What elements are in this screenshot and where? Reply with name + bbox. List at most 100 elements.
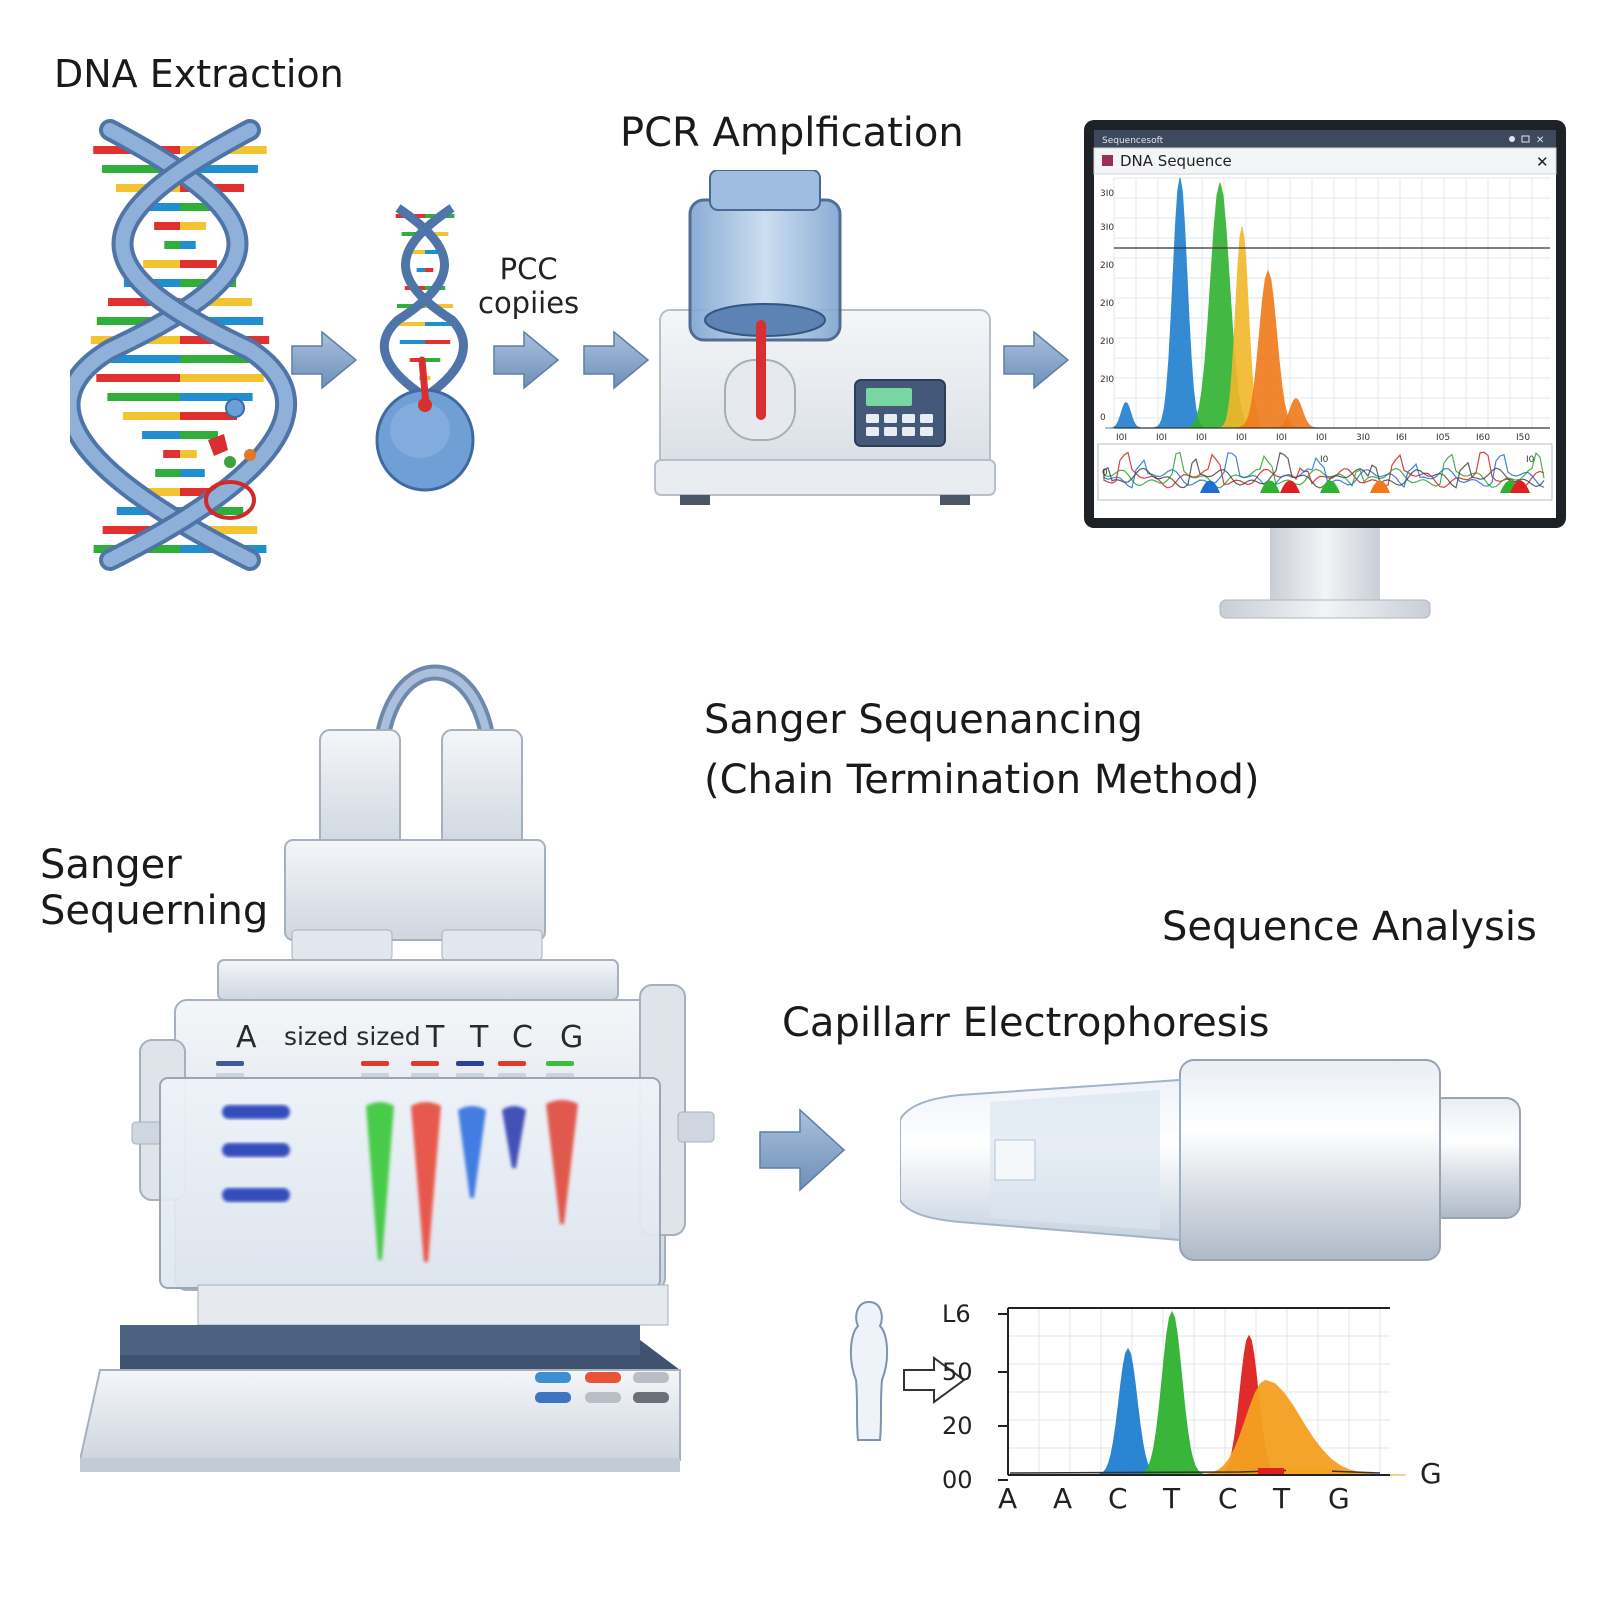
- arrow-2: [493, 330, 560, 390]
- sample-vial-icon: [850, 1300, 888, 1441]
- monitor-x-tick: I0I: [1116, 433, 1127, 443]
- sequence-analysis-title: Sequence Analysis: [1162, 904, 1537, 950]
- small-helix-cell-illustration: [375, 204, 475, 492]
- side-pin-left: [131, 1121, 163, 1145]
- lane-streak-blue: [458, 1106, 486, 1198]
- os-close-icon[interactable]: ✕: [1536, 135, 1544, 146]
- monitor-y-tick: 2I0: [1100, 299, 1114, 309]
- dark-platform-top: [120, 1325, 640, 1355]
- monitor-y-tick: 0: [1100, 413, 1106, 423]
- ladder-band: [222, 1143, 290, 1157]
- pcr-keypad: [866, 414, 933, 436]
- lane-well: [216, 1061, 244, 1066]
- baseline-blip-orange: [1286, 1469, 1332, 1473]
- lane-well: [546, 1061, 574, 1066]
- molecule-dot-red: [208, 434, 228, 456]
- dna-helix-illustration: [70, 119, 297, 571]
- pcc-copies-label: PCC copiies: [478, 252, 579, 320]
- monitor-x-tick: 3I0: [1356, 433, 1370, 443]
- trace-label-1: I0: [1320, 455, 1329, 465]
- chart-x-tick-label: T: [1162, 1482, 1181, 1510]
- lane-label-c: C: [512, 1020, 533, 1055]
- sanger-title-line-2: (Chain Termination Method): [704, 757, 1260, 803]
- loading-block: [284, 839, 546, 941]
- molecule-dot-green: [224, 456, 236, 468]
- monitor-x-tick: I0I: [1156, 433, 1167, 443]
- os-titlebar: [1094, 130, 1556, 148]
- trace-line: [1103, 451, 1545, 489]
- capillary-window: [990, 1090, 1160, 1230]
- close-icon[interactable]: ✕: [1536, 153, 1549, 171]
- status-light: [633, 1392, 669, 1403]
- baseline-blip-red: [1258, 1468, 1284, 1474]
- dna-strand-red: [418, 356, 430, 409]
- os-titlebar-text: Sequencesoft: [1102, 136, 1164, 146]
- chart-x-tick-label: C: [1108, 1482, 1128, 1510]
- pcr-display: [866, 388, 912, 406]
- lane-label-t2: T: [470, 1020, 489, 1055]
- loading-foot-left: [291, 929, 393, 961]
- copies-label: copiies: [478, 286, 580, 320]
- capillary-inner-block: [994, 1139, 1036, 1181]
- monitor-x-tick: I60: [1476, 433, 1490, 443]
- helix-backbone-2-inner: [103, 123, 293, 567]
- capillary-electrophoresis-title: Capillarr Electrophoresis: [782, 1000, 1270, 1046]
- status-indicators: [535, 1372, 669, 1403]
- capillary-device: [900, 1059, 1521, 1261]
- lane-label-sized: sized sized: [284, 1022, 421, 1051]
- app-window-header: [1093, 147, 1557, 175]
- pcr-key: [866, 414, 879, 423]
- chart-y-tick-label: 50: [942, 1358, 973, 1386]
- lane-label-a: A: [236, 1020, 257, 1055]
- chart-right-label: G: [1420, 1457, 1442, 1490]
- trace-blob: [1370, 480, 1390, 493]
- chart-x-tick-label: G: [1328, 1482, 1350, 1510]
- lane-streak-green: [366, 1102, 394, 1260]
- ladder-band: [222, 1188, 290, 1202]
- trace-blob: [1200, 480, 1220, 493]
- gel-bands: [222, 1100, 578, 1262]
- maximize-icon[interactable]: [1521, 135, 1530, 143]
- trace-blob: [1510, 480, 1530, 493]
- trace-blob: [1320, 480, 1340, 493]
- molecule-dot-orange: [244, 449, 256, 461]
- sample-tube-loop-highlight: [376, 668, 494, 771]
- lane-streak-navy: [502, 1106, 526, 1168]
- trace-line: [1103, 451, 1545, 489]
- settings-icon[interactable]: [1509, 136, 1515, 142]
- status-light: [535, 1392, 571, 1403]
- monitor-x-tick: I05: [1436, 433, 1450, 443]
- chart-x-tick-label: A: [1053, 1482, 1072, 1510]
- instrument-base: [80, 1369, 681, 1461]
- monitor-x-tick: I6I: [1396, 433, 1407, 443]
- trace-line: [1103, 451, 1545, 489]
- sample-port-right: [441, 729, 523, 851]
- computer-monitor: Sequencesoft ✕ DNA Sequence ✕ 3I03I02I02…: [1084, 120, 1566, 619]
- trace-label-2: I0: [1526, 455, 1535, 465]
- pcr-key: [866, 427, 879, 436]
- gel-base-plate: [197, 1284, 669, 1326]
- cell-highlight: [390, 402, 450, 458]
- red-drop: [418, 398, 432, 412]
- molecule-dot-blue: [225, 398, 245, 418]
- sample-port-left: [319, 729, 401, 851]
- monitor-x-tick: I0I: [1316, 433, 1327, 443]
- small-backbone-1: [380, 204, 449, 404]
- arrow-5: [759, 1108, 846, 1192]
- monitor-x-tick: I50: [1516, 433, 1530, 443]
- chart-peaks: [1009, 1310, 1406, 1476]
- monitor-y-tick: 2I0: [1100, 337, 1114, 347]
- arrow-3: [583, 330, 650, 390]
- loading-foot-right: [441, 929, 543, 961]
- pcc-label: PCC: [499, 252, 558, 286]
- chromatogram-peak-3: [1187, 1379, 1406, 1476]
- helix-backbone-1-inner: [70, 123, 257, 567]
- trace-label-0: 0: [1102, 468, 1108, 478]
- ladder-band: [222, 1105, 290, 1119]
- trace-line: [1103, 452, 1545, 489]
- app-window-title: DNA Sequence: [1120, 152, 1232, 170]
- arrow-4: [1003, 330, 1070, 390]
